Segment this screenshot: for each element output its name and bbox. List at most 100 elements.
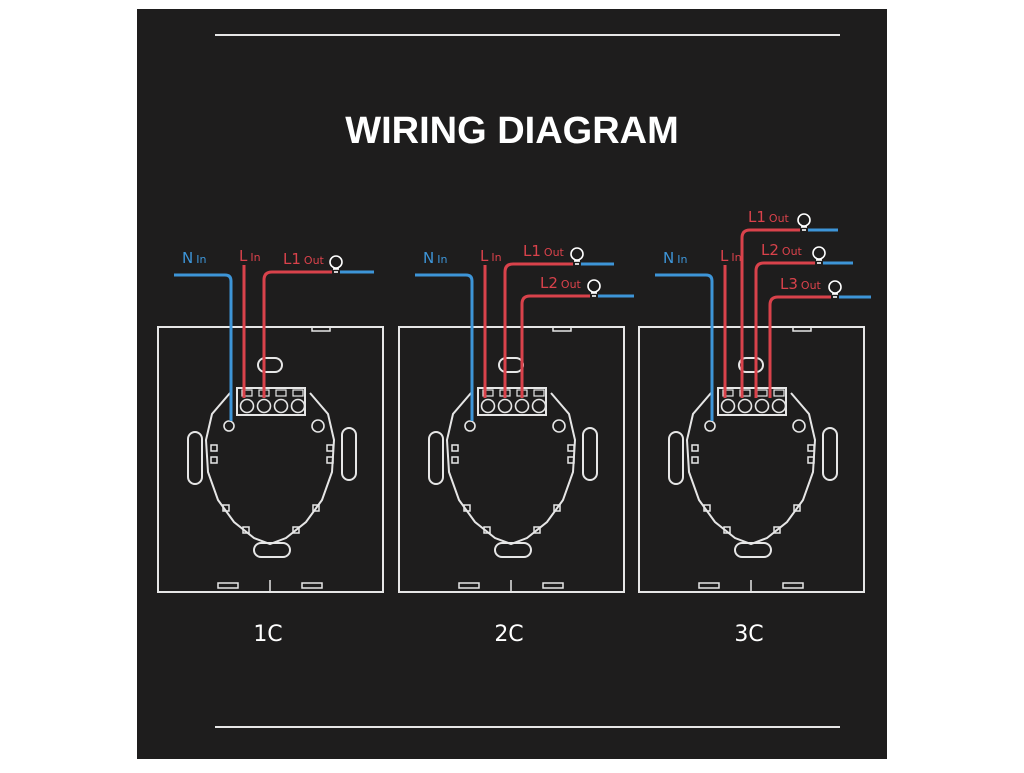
module-notch-5	[222, 504, 230, 512]
mounting-hole	[792, 419, 806, 433]
left-lug	[428, 431, 444, 485]
output-wire-1-live	[503, 262, 573, 398]
top-lug	[257, 357, 283, 373]
light-bulb-icon	[329, 255, 343, 273]
diagram-caption: 2C	[494, 622, 523, 647]
output-wire-1-live	[262, 270, 332, 398]
live-label-main: L	[720, 247, 729, 265]
output-wire-2-live	[520, 294, 590, 398]
module-notch-8	[773, 526, 781, 534]
module-notch-1	[210, 444, 218, 452]
module-notch-5	[703, 504, 711, 512]
terminal-screw-2	[256, 398, 272, 414]
plate-clip-bottom-right	[782, 582, 804, 589]
neutral-label-sub: In	[437, 253, 447, 266]
right-lug	[582, 427, 598, 481]
light-bulb-icon	[797, 213, 811, 231]
live-label-main: L	[480, 247, 489, 265]
neutral-label-sub: In	[677, 253, 687, 266]
live-label-sub: In	[491, 251, 501, 264]
page-title: WIRING DIAGRAM	[345, 110, 679, 152]
terminal-slot-1	[241, 389, 253, 397]
bulb-glass	[570, 247, 584, 261]
terminal-screw-1	[720, 398, 736, 414]
module-notch-2	[210, 456, 218, 464]
light-bulb-icon	[587, 279, 601, 297]
output-wire-3-live	[768, 295, 831, 398]
output-label-1-main: L1	[748, 208, 766, 226]
plate-clip-bottom-left	[698, 582, 720, 589]
terminal-screw-4	[531, 398, 547, 414]
terminal-slot-4	[533, 389, 545, 397]
module-notch-3	[567, 444, 575, 452]
terminal-slot-3	[275, 389, 287, 397]
terminal-block	[477, 387, 547, 416]
output-label-1-sub: Out	[769, 212, 790, 225]
plate-clip-bottom-right	[301, 582, 323, 589]
module-notch-7	[483, 526, 491, 534]
output-label-2-sub: Out	[782, 245, 803, 258]
light-bulb-icon	[812, 246, 826, 264]
bottom-lug	[494, 542, 532, 558]
bulb-glass	[329, 255, 343, 269]
terminal-screw-4	[290, 398, 306, 414]
module-notch-2	[451, 456, 459, 464]
output-label-2-sub: Out	[561, 278, 582, 291]
diagram-caption: 1C	[253, 622, 282, 647]
bottom-lug	[253, 542, 291, 558]
terminal-slot-4	[773, 389, 785, 397]
terminal-slot-1	[482, 389, 494, 397]
module-notch-2	[691, 456, 699, 464]
top-lug	[738, 357, 764, 373]
plate-clip-bottom-left	[217, 582, 239, 589]
module-notch-3	[326, 444, 334, 452]
neutral-terminal	[464, 420, 476, 432]
output-wire-2-live	[754, 261, 815, 398]
mounting-hole	[552, 419, 566, 433]
live-label-main: L	[239, 247, 248, 265]
terminal-slot-1	[722, 389, 734, 397]
neutral-wire	[655, 273, 714, 421]
neutral-wire	[174, 273, 233, 421]
output-wire-1-live	[740, 228, 800, 398]
right-lug	[822, 427, 838, 481]
plate-clip-bottom-left	[458, 582, 480, 589]
output-label-1-main: L1	[283, 250, 301, 268]
diagram-caption: 3C	[734, 622, 763, 647]
output-label-1-sub: Out	[544, 246, 565, 259]
neutral-terminal	[223, 420, 235, 432]
left-lug	[187, 431, 203, 485]
terminal-screw-3	[514, 398, 530, 414]
right-lug	[341, 427, 357, 481]
terminal-screw-3	[273, 398, 289, 414]
bottom-lug	[734, 542, 772, 558]
terminal-screw-4	[771, 398, 787, 414]
terminal-screw-2	[497, 398, 513, 414]
terminal-slot-4	[292, 389, 304, 397]
plate-clip-top	[552, 326, 572, 332]
output-label-1-main: L1	[523, 242, 541, 260]
output-label-3-sub: Out	[801, 279, 822, 292]
module-notch-1	[691, 444, 699, 452]
module-notch-3	[807, 444, 815, 452]
terminal-screw-1	[239, 398, 255, 414]
bulb-glass	[587, 279, 601, 293]
terminal-screw-2	[737, 398, 753, 414]
terminal-block	[236, 387, 306, 416]
module-notch-6	[553, 504, 561, 512]
module-notch-7	[723, 526, 731, 534]
bulb-glass	[797, 213, 811, 227]
light-bulb-icon	[828, 280, 842, 298]
neutral-terminal	[704, 420, 716, 432]
neutral-label-main: N	[182, 249, 193, 267]
live-label-sub: In	[731, 251, 741, 264]
terminal-block	[717, 387, 787, 416]
plate-clip-top	[792, 326, 812, 332]
